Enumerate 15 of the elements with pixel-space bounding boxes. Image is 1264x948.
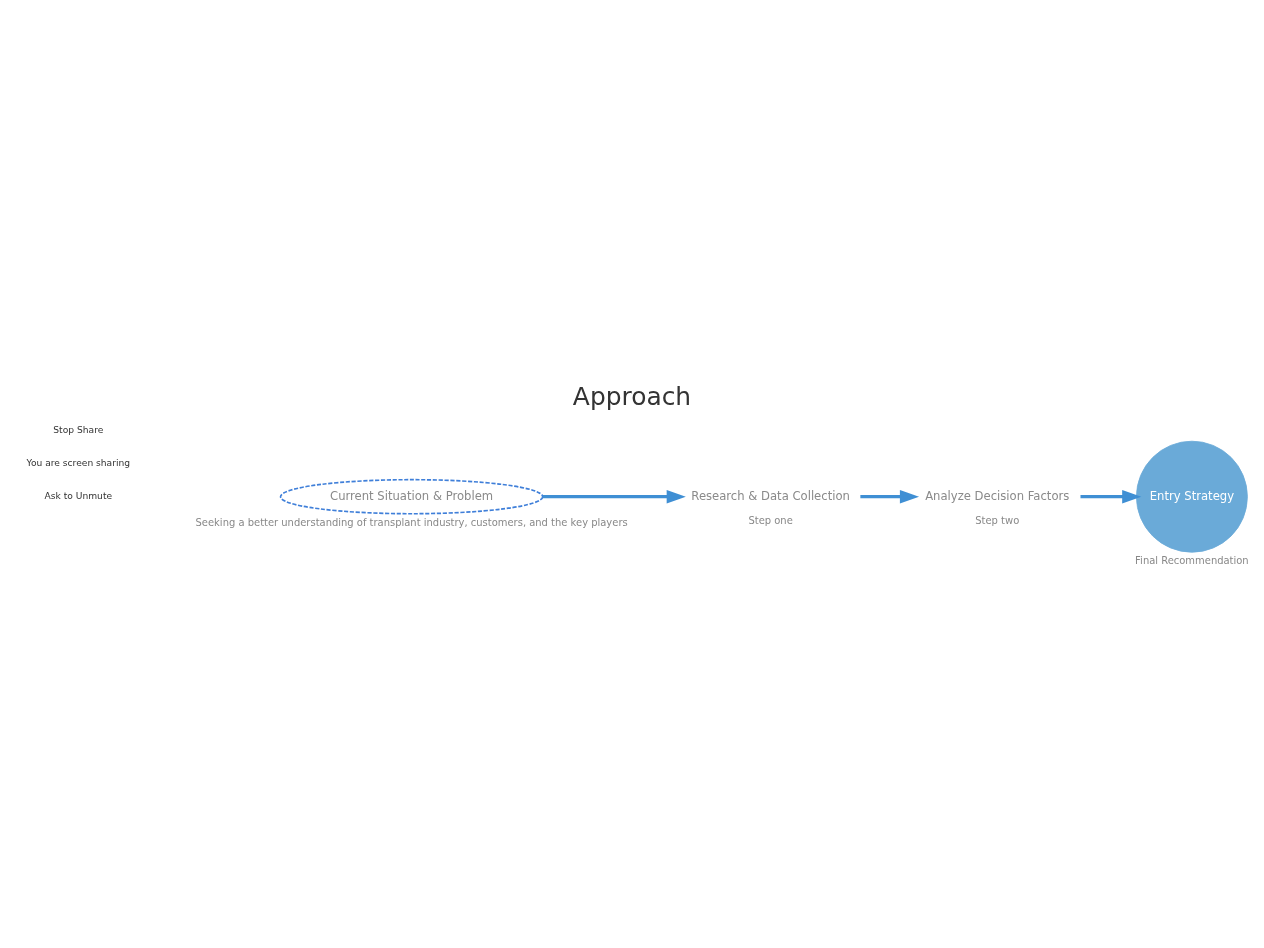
node-text: Research & Data Collection xyxy=(691,488,850,503)
label: You are screen sharing xyxy=(26,457,131,468)
diagram-title: Approach xyxy=(572,381,692,411)
node-label: Final Recommendation xyxy=(1135,554,1249,566)
label: Ask to Unmute xyxy=(44,490,113,501)
node-label: Step one xyxy=(748,514,793,526)
label: Stop Share xyxy=(53,424,104,435)
arrow xyxy=(542,489,686,503)
node-label: Seeking a better understanding of transplant industry, customers, and the key players xyxy=(195,516,628,528)
arrow xyxy=(860,489,920,503)
node-circle: Entry Strategy xyxy=(1136,440,1248,553)
node-label: Step two xyxy=(975,514,1020,526)
node-ellipse: Current Situation & Problem xyxy=(279,478,544,515)
node-text: Analyze Decision Factors xyxy=(925,488,1070,503)
arrow xyxy=(1080,489,1142,503)
